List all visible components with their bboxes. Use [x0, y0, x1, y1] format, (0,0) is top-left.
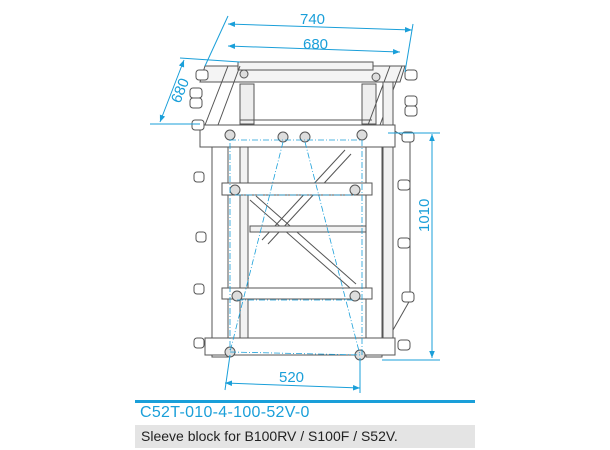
dimension-lines [150, 15, 440, 393]
part-description: Sleeve block for B100RV / S100F / S52V. [141, 428, 398, 444]
truss-sleeve-block-drawing: 740 680 680 1010 520 [150, 11, 440, 393]
description-box: Sleeve block for B100RV / S100F / S52V. [135, 425, 475, 448]
centerlines [229, 139, 363, 356]
dimension-520: 520 [279, 369, 304, 386]
dimension-680-width: 680 [303, 36, 328, 53]
truss-structure [189, 61, 418, 361]
dimension-740: 740 [300, 11, 325, 28]
part-number: C52T-010-4-100-52V-0 [140, 404, 310, 421]
accent-divider [135, 400, 475, 403]
dimension-1010: 1010 [416, 199, 433, 232]
dimension-680-depth: 680 [168, 76, 193, 106]
